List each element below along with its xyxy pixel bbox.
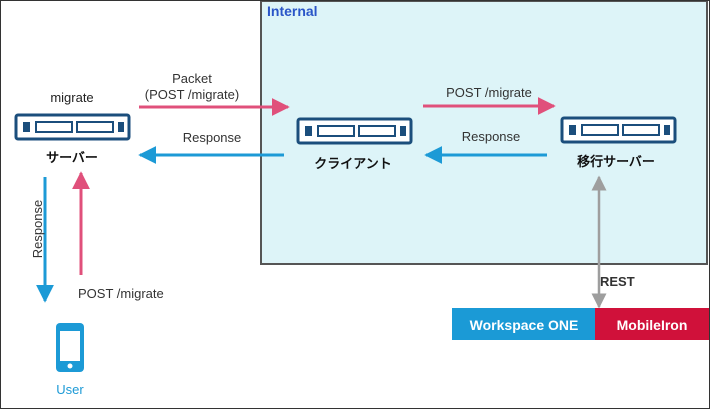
packet-label: Packet	[172, 71, 212, 86]
workspace-one-box: Workspace ONE	[452, 308, 596, 340]
user-label: User	[56, 382, 84, 397]
response-label-right: Response	[462, 129, 521, 144]
response-label-vertical: Response	[30, 200, 45, 259]
flow-migration-to-client: Response	[424, 129, 547, 164]
smartphone-icon	[56, 323, 84, 372]
packet-post-label: (POST /migrate)	[145, 87, 239, 102]
flow-rest: REST	[591, 175, 635, 309]
rest-label: REST	[600, 274, 635, 289]
server-label: サーバー	[46, 150, 98, 165]
migration-server-node: 移行サーバー	[560, 116, 677, 169]
server-icon	[14, 113, 131, 141]
flow-client-to-migration: POST /migrate	[423, 85, 556, 115]
flow-user-to-server: POST /migrate	[72, 171, 164, 301]
post-migrate-label-bottom: POST /migrate	[78, 286, 164, 301]
flow-server-to-client: Packet (POST /migrate)	[139, 71, 290, 116]
workspace-one-label: Workspace ONE	[470, 317, 579, 333]
client-node: クライアント	[296, 117, 413, 171]
migration-server-label: 移行サーバー	[577, 154, 655, 169]
client-label: クライアント	[314, 156, 391, 171]
response-label-left: Response	[183, 130, 242, 145]
client-server-icon	[296, 117, 413, 145]
post-migrate-label-right: POST /migrate	[446, 85, 532, 100]
internal-zone-title: Internal	[267, 3, 318, 19]
flow-server-to-user: Response	[30, 177, 54, 303]
flow-client-to-server: Response	[138, 130, 284, 164]
server-node: migrate サーバー	[14, 90, 131, 165]
migration-server-icon	[560, 116, 677, 144]
mobileiron-rect	[595, 308, 709, 340]
mobileiron-label: MobileIron	[617, 317, 688, 333]
user-node: User	[56, 323, 84, 397]
server-top-label: migrate	[50, 90, 93, 105]
workspace-one-rect	[452, 308, 596, 340]
mobileiron-box: MobileIron	[595, 308, 709, 340]
